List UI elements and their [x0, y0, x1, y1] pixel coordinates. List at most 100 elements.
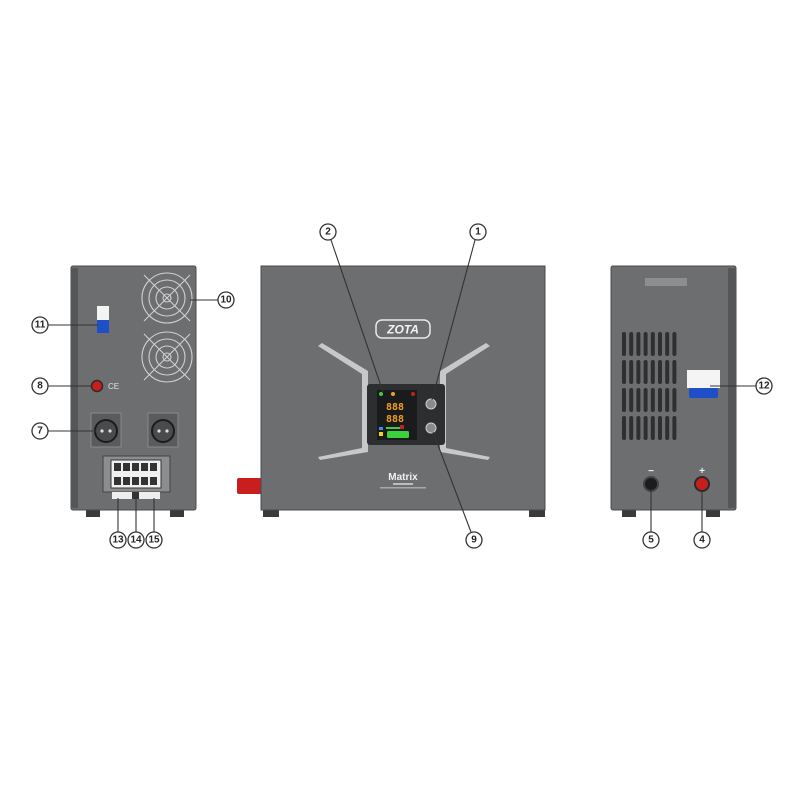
vent-slot	[672, 388, 677, 412]
callout-2: 2	[319, 223, 337, 241]
usb-port-housing	[687, 370, 720, 388]
brand-logo-text: ZOTA	[386, 323, 419, 337]
foot	[170, 508, 184, 517]
svg-text:14: 14	[130, 535, 142, 546]
vent-slot	[672, 416, 677, 440]
svg-text:10: 10	[220, 295, 232, 306]
plus-label: +	[699, 466, 705, 477]
callout-14: 14	[127, 531, 145, 549]
vent-slot	[672, 332, 677, 356]
callout-4: 4	[693, 531, 711, 549]
brand-logo	[375, 319, 431, 339]
side-view-unit: − +	[610, 265, 737, 517]
breaker-switch	[97, 306, 109, 320]
usb-port	[689, 388, 718, 398]
ce-mark: CE	[108, 382, 119, 391]
model-subtitle-decor	[393, 483, 413, 485]
output-socket	[147, 412, 179, 448]
rj-port	[132, 492, 139, 499]
vent-slot	[665, 360, 670, 384]
chevron-decor-right	[440, 343, 490, 460]
housing-edge	[728, 268, 736, 508]
callout-5: 5	[642, 531, 660, 549]
vent-slot	[622, 332, 626, 356]
vent-slot	[629, 332, 634, 356]
callout-12: 12	[755, 377, 773, 395]
load-bar	[387, 431, 409, 438]
front-view-unit: ZOTA 888 888 Matrix	[237, 265, 546, 517]
model-name: Matrix	[388, 472, 418, 483]
svg-text:4: 4	[699, 535, 705, 546]
vent-slot	[636, 332, 641, 356]
svg-text:7: 7	[37, 426, 43, 437]
vent-slot	[650, 388, 655, 412]
foot	[706, 508, 720, 517]
vent-slot	[650, 416, 655, 440]
breaker-switch-toggle	[97, 320, 109, 333]
ventilation-grille	[622, 332, 677, 440]
foot	[622, 508, 636, 517]
minus-label: −	[648, 466, 654, 477]
display-value-top: 888	[386, 402, 404, 413]
fan-icon	[141, 331, 193, 383]
vent-slot	[643, 416, 648, 440]
vent-slot	[658, 332, 662, 356]
vent-slot	[658, 360, 662, 384]
callout-1: 1	[469, 223, 487, 241]
svg-text:9: 9	[471, 535, 477, 546]
callout-9: 9	[465, 531, 483, 549]
model-subtitle-decor	[380, 487, 426, 489]
chevron-decor-left	[318, 343, 368, 460]
svg-text:13: 13	[112, 535, 124, 546]
vent-slot	[629, 388, 634, 412]
callout-10: 10	[217, 291, 235, 309]
svg-text:8: 8	[37, 381, 43, 392]
display-value-bottom: 888	[386, 414, 404, 425]
input-cable-connector	[237, 478, 263, 494]
negative-terminal	[643, 476, 659, 492]
vent-slot	[658, 388, 662, 412]
vent-slot	[643, 332, 648, 356]
foot	[86, 508, 100, 517]
vent-slot	[629, 360, 634, 384]
vent-slot	[665, 388, 670, 412]
vent-slot	[665, 416, 670, 440]
svg-text:15: 15	[148, 535, 160, 546]
foot	[529, 508, 545, 517]
vent-slot	[643, 360, 648, 384]
rear-view-unit: CE	[70, 265, 197, 517]
vent-slot	[636, 416, 641, 440]
vent-slot	[622, 388, 626, 412]
positive-terminal	[694, 476, 710, 492]
fuse-button	[90, 379, 104, 393]
menu-button	[425, 422, 437, 434]
output-socket	[90, 412, 122, 448]
vent-slot	[622, 416, 626, 440]
svg-text:12: 12	[758, 381, 770, 392]
callout-8: 8	[31, 377, 49, 395]
callout-15: 15	[145, 531, 163, 549]
power-button	[425, 398, 437, 410]
callout-7: 7	[31, 422, 49, 440]
callout-13: 13	[109, 531, 127, 549]
vent-slot	[658, 416, 662, 440]
vent-slot	[650, 360, 655, 384]
housing-edge	[71, 268, 78, 508]
vent-slot	[643, 388, 648, 412]
vent-slot	[650, 332, 655, 356]
svg-text:11: 11	[35, 320, 46, 331]
terminal-block	[102, 455, 171, 499]
leader-lines	[48, 239, 756, 533]
vent-slot	[636, 388, 641, 412]
foot	[263, 508, 279, 517]
callout-11: 11	[31, 316, 49, 334]
vent-slot	[636, 360, 641, 384]
vent-slot	[629, 416, 634, 440]
vent-slot	[665, 332, 670, 356]
vent-slot	[622, 360, 626, 384]
svg-text:1: 1	[475, 227, 481, 238]
fan-icon	[141, 272, 193, 324]
svg-text:2: 2	[325, 227, 331, 238]
svg-text:5: 5	[648, 535, 654, 546]
